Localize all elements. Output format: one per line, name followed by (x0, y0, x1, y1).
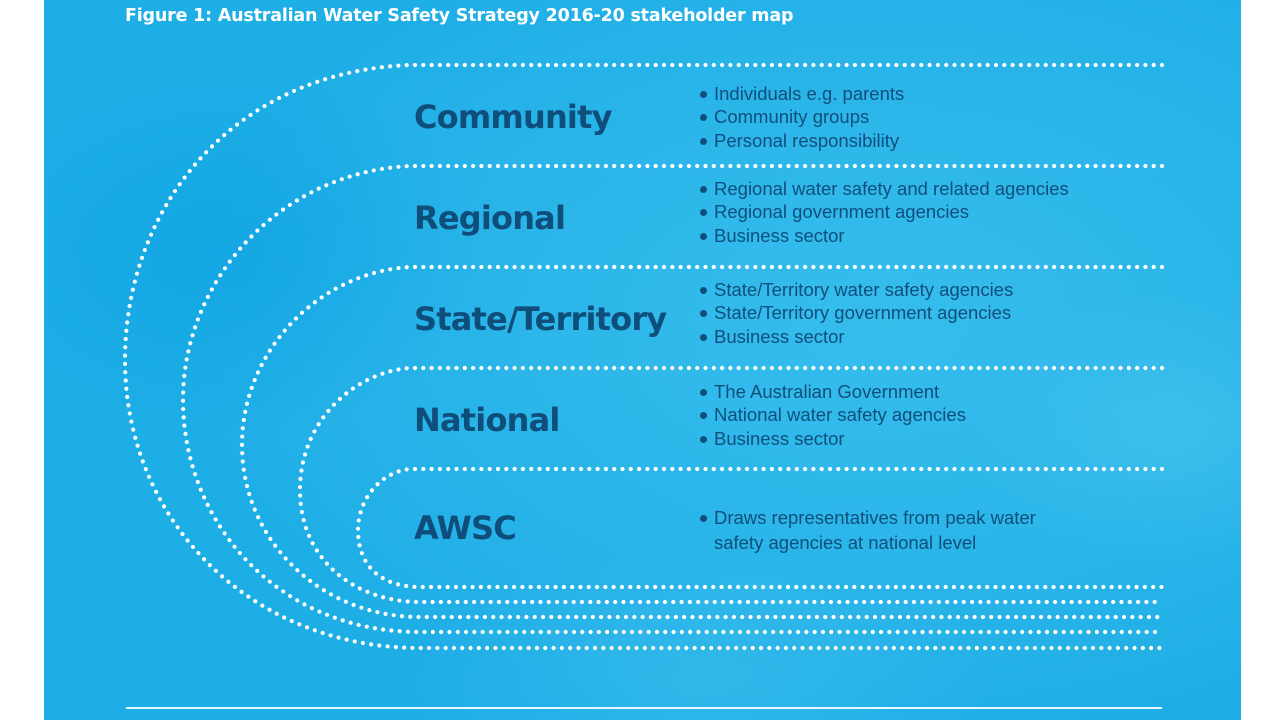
ring-state (239, 264, 1165, 620)
list-item: Regional government agencies (698, 200, 1069, 223)
tier-label-regional: Regional (414, 199, 566, 237)
tier-label-awsc: AWSC (414, 509, 517, 547)
list-item: Regional water safety and related agenci… (698, 177, 1069, 200)
bullet-list-community: Individuals e.g. parents Community group… (698, 82, 904, 152)
tier-label-state-territory: State/Territory (414, 300, 667, 338)
list-item: State/Territory water safety agencies (698, 278, 1013, 301)
ring-regional (180, 163, 1165, 635)
list-item: Business sector (698, 427, 966, 450)
list-item: State/Territory government agencies (698, 301, 1013, 324)
list-item: Business sector (698, 325, 1013, 348)
figure-title: Figure 1: Australian Water Safety Strate… (125, 6, 794, 26)
bullet-list-awsc: Draws representatives from peak water sa… (698, 506, 1074, 555)
list-item: Business sector (698, 224, 1069, 247)
ring-community (122, 62, 1165, 651)
bullet-list-state-territory: State/Territory water safety agencies St… (698, 278, 1013, 348)
ring-national (297, 365, 1165, 605)
footer-divider (126, 707, 1162, 709)
list-item: National water safety agencies (698, 403, 966, 426)
tier-label-national: National (414, 401, 560, 439)
bullet-list-national: The Australian Government National water… (698, 380, 966, 450)
list-item: Individuals e.g. parents (698, 82, 904, 105)
bullet-list-regional: Regional water safety and related agenci… (698, 177, 1069, 247)
list-item: Draws representatives from peak water sa… (698, 506, 1074, 555)
list-item: The Australian Government (698, 380, 966, 403)
list-item: Personal responsibility (698, 129, 904, 152)
ring-awsc (355, 466, 1165, 590)
tier-label-community: Community (414, 98, 612, 136)
list-item: Community groups (698, 105, 904, 128)
